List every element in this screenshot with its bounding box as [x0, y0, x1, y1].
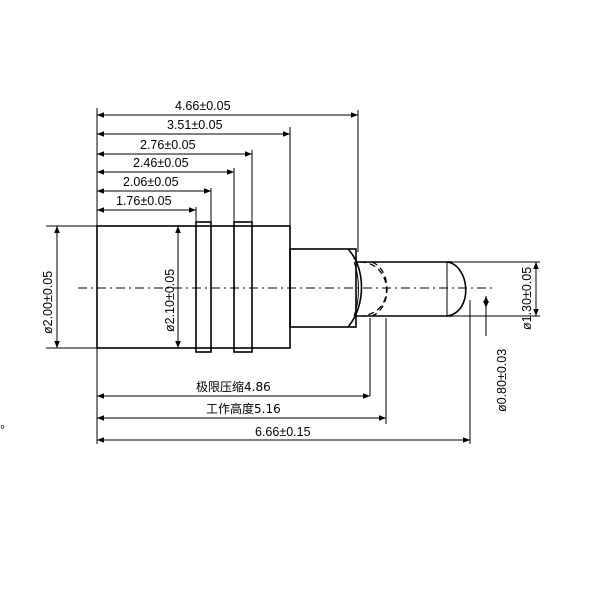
dim-text-2.06: 2.06±0.05	[123, 175, 179, 189]
dim-text-5.16: 工作高度5.16	[206, 401, 281, 416]
barrel-body	[96, 225, 291, 349]
plunger-tip	[446, 261, 467, 317]
diameter-dimensions: ø2.00±0.05 ø2.10±0.05 ø1.30±0.05 ø0.80±0…	[41, 226, 539, 412]
dim-text-dia-0.80: ø0.80±0.03	[495, 349, 509, 412]
dim-text-4.86: 极限压缩4.86	[196, 379, 271, 394]
crimp-inner	[353, 261, 359, 317]
compressed-position	[359, 261, 388, 317]
dim-text-6.66: 6.66±0.15	[255, 425, 311, 439]
dim-text-3.51: 3.51±0.05	[167, 118, 223, 132]
collar-ring-2	[233, 221, 253, 353]
length-dimensions: 4.66±0.05 3.51±0.05 2.76±0.05 2.46±0.05 …	[97, 99, 470, 443]
compressed-position-2	[371, 261, 388, 317]
dim-text-2.76: 2.76±0.05	[140, 138, 196, 152]
extension-lines	[46, 108, 540, 444]
dim-text-dia-2.10: ø2.10±0.05	[163, 269, 177, 332]
part-outline	[78, 221, 496, 353]
dim-text-4.66: 4.66±0.05	[175, 99, 231, 113]
dim-text-dia-2.00: ø2.00±0.05	[41, 271, 55, 334]
collar-ring-1	[195, 221, 212, 353]
stray-mark: °	[0, 423, 5, 437]
crimp-curve	[347, 248, 363, 328]
dim-text-2.46: 2.46±0.05	[133, 156, 189, 170]
dim-text-dia-1.30: ø1.30±0.05	[520, 267, 534, 330]
dim-text-1.76: 1.76±0.05	[116, 194, 172, 208]
